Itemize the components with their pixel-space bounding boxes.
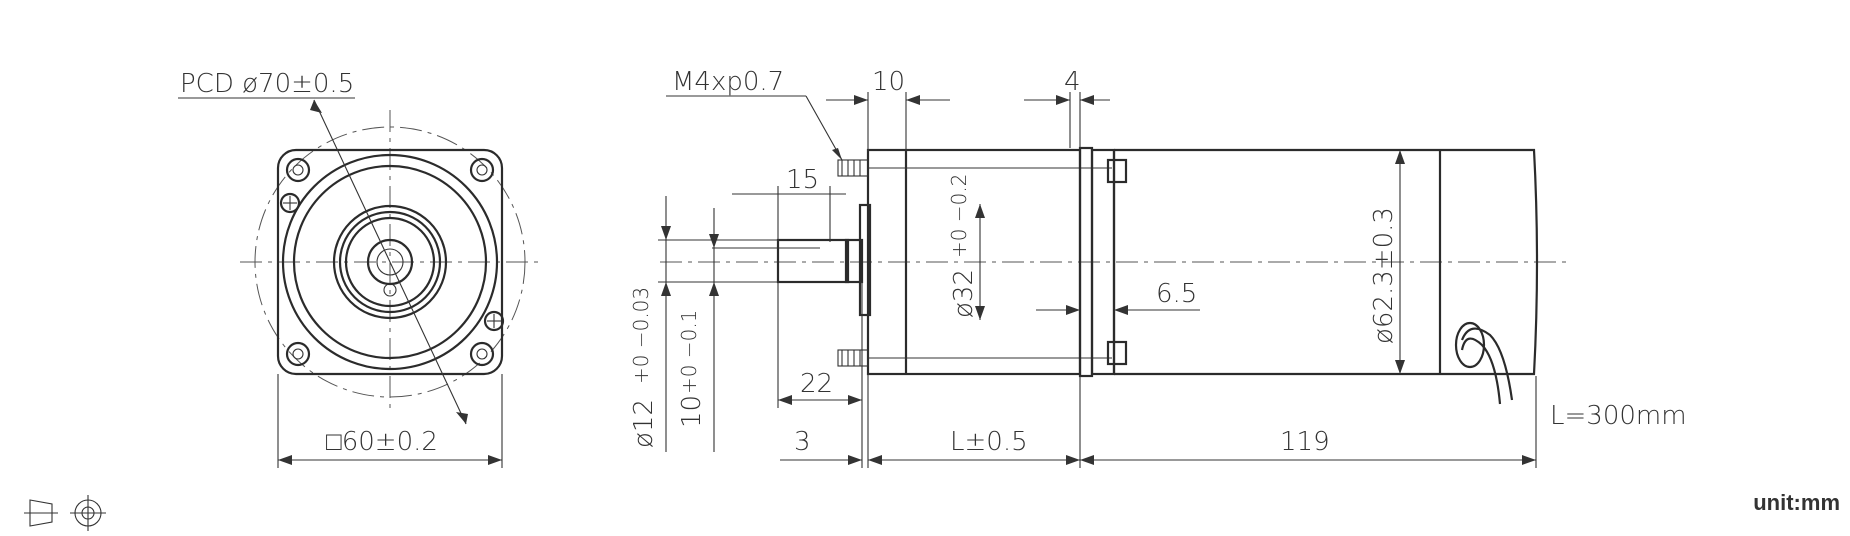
dim-6-5: 6.5 xyxy=(1156,279,1197,309)
dia-32-tolerance: +0 −0.2 xyxy=(947,174,971,258)
pcd-label: PCD ø70±0.5 xyxy=(180,69,354,99)
dim-L: L±0.5 xyxy=(950,427,1028,457)
threaded-stud xyxy=(837,159,869,177)
thread-label: M4xp0.7 xyxy=(672,67,784,97)
dim-10: 10 xyxy=(872,67,905,97)
side-view: M4xp0.7 10 4 15 ø12 +0 −0.0 xyxy=(629,67,1687,468)
dia-12-label: ø12 xyxy=(629,399,659,448)
mounting-hole xyxy=(469,341,495,367)
dim-10-shaft: 10 xyxy=(677,395,707,428)
square-size-label: □60±0.2 xyxy=(326,427,438,457)
dia-32-label: ø32 xyxy=(949,269,979,318)
dim-15: 15 xyxy=(786,165,819,195)
lead-length-label: L=300mm xyxy=(1550,401,1687,431)
dia-12-tolerance: +0 −0.03 xyxy=(629,287,653,384)
unit-label: unit:mm xyxy=(1753,490,1840,515)
dim-3: 3 xyxy=(794,427,811,457)
screw xyxy=(483,310,505,332)
dim-22: 22 xyxy=(800,369,833,399)
threaded-stud xyxy=(837,349,869,367)
dia-62-label: ø62.3±0.3 xyxy=(1369,207,1399,344)
dim-4: 4 xyxy=(1064,67,1081,97)
screw xyxy=(279,192,301,214)
dim-119: 119 xyxy=(1280,427,1330,457)
front-view: PCD ø70±0.5 □60±0.2 xyxy=(178,69,540,468)
third-angle-projection-icon xyxy=(24,495,106,531)
dim-10-shaft-tolerance: +0 −0.1 xyxy=(677,310,701,394)
mounting-hole xyxy=(285,157,311,183)
mounting-hole xyxy=(285,341,311,367)
mounting-hole xyxy=(469,157,495,183)
